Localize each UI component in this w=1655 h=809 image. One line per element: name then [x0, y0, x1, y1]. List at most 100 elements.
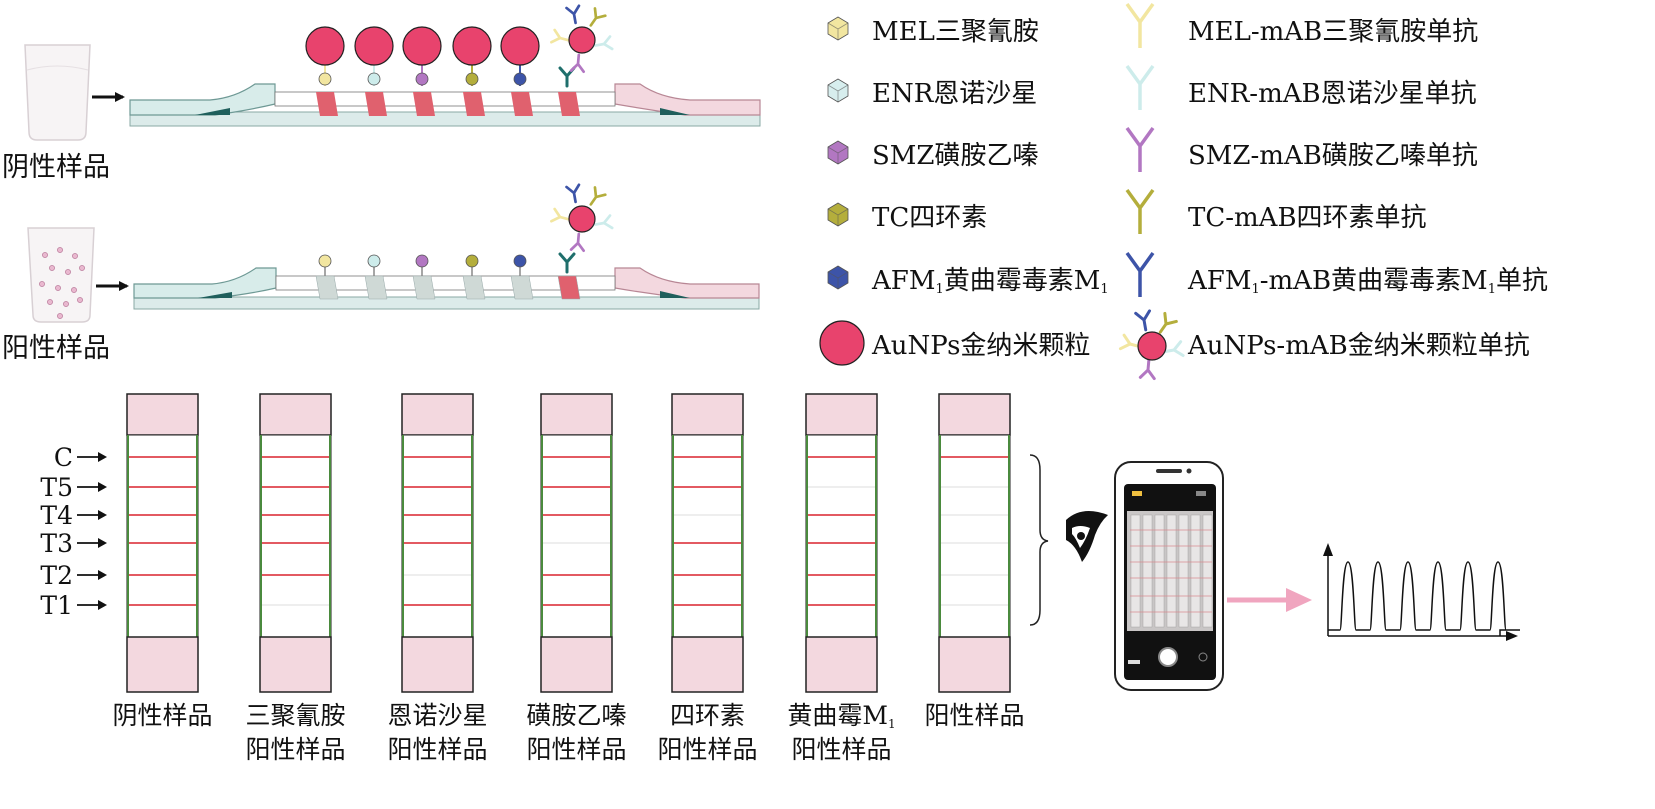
test-strip: 阳性样品 — [924, 393, 1025, 730]
legend-right-label: ENR-mAB恩诺沙星单抗 — [1188, 79, 1477, 109]
antigen-icon — [465, 254, 479, 268]
signal-plot — [1323, 543, 1520, 641]
smartphone-icon — [1114, 461, 1224, 691]
antibody-icon — [558, 252, 576, 274]
antigen-icon — [415, 72, 429, 86]
line-label: C — [54, 443, 73, 472]
strip-caption: 阴性样品 — [112, 701, 212, 730]
strip-caption: 阳性样品 — [791, 735, 891, 764]
line-label: T4 — [40, 501, 73, 530]
test-strips: 阴性样品三聚氰胺阳性样品恩诺沙星阳性样品磺胺乙嗪阳性样品四环素阳性样品黄曲霉M1… — [112, 393, 1025, 764]
strip-caption: 阳性样品 — [526, 735, 626, 764]
sample-cup-icon — [24, 44, 91, 141]
antibody-icon — [1125, 188, 1155, 234]
strip-caption: 恩诺沙星 — [387, 701, 487, 730]
strip-caption: 三聚氰胺 — [245, 701, 345, 730]
legend-right-label: AFM1-mAB黄曲霉毒素M1单抗 — [1187, 266, 1548, 297]
antibody-icon — [1134, 309, 1152, 332]
process-arrow — [1227, 588, 1312, 612]
cube-icon — [827, 78, 849, 103]
antibody-icon — [589, 7, 607, 27]
antibody-icon — [565, 4, 581, 25]
test-line-band — [557, 275, 581, 300]
antigen-icon — [513, 254, 527, 268]
legend: MEL三聚氰胺 ENR恩诺沙星 SMZ磺胺乙嗪 TC四环素 AFM1黄曲霉毒素M1AuN… — [819, 2, 1548, 381]
absorbent-pad — [614, 83, 761, 116]
negative-sample-assay: 阴性样品 — [2, 4, 761, 183]
antigen-icon — [318, 254, 332, 268]
positive-sample-label: 阳性样品 — [2, 333, 110, 364]
gold-nanoparticle-icon — [568, 205, 596, 233]
test-line-band — [315, 275, 339, 300]
legend-right-label: MEL-mAB三聚氰胺单抗 — [1188, 17, 1478, 47]
line-label: T2 — [40, 561, 73, 590]
line-label: T3 — [40, 529, 73, 558]
strip-caption: 阳性样品 — [657, 735, 757, 764]
test-line-band — [364, 275, 388, 300]
gold-nanoparticle-icon — [500, 26, 540, 66]
legend-left-label: SMZ磺胺乙嗪 — [872, 141, 1039, 171]
gold-nanoparticle-icon — [305, 26, 345, 66]
test-line-band — [462, 275, 486, 300]
brace — [1029, 454, 1049, 626]
legend-left-label: TC四环素 — [872, 203, 987, 233]
test-line-band — [412, 275, 436, 300]
legend-right-label: TC-mAB四环素单抗 — [1188, 203, 1427, 233]
test-line-band — [558, 92, 580, 116]
test-line-band — [316, 92, 338, 116]
legend-right-label: AuNPs-mAB金纳米颗粒单抗 — [1187, 331, 1530, 361]
cube-icon — [827, 140, 849, 165]
test-strip: 黄曲霉M1 阳性样品 — [787, 393, 896, 764]
cube-icon — [827, 16, 849, 41]
strip-caption: 阳性样品 — [924, 701, 1024, 730]
test-line-band — [413, 92, 435, 116]
antibody-icon — [569, 232, 585, 253]
gold-nanoparticle-icon — [1137, 331, 1167, 361]
gold-nanoparticle-icon — [568, 26, 596, 54]
absorbent-pad — [614, 267, 760, 299]
antigen-icon — [513, 72, 527, 86]
antibody-icon — [1162, 340, 1185, 358]
test-line-band — [463, 92, 485, 116]
gold-nanoparticle-icon — [402, 26, 442, 66]
test-line-band — [510, 275, 534, 300]
antibody-icon — [1158, 311, 1178, 334]
gold-nanoparticle-icon — [819, 320, 865, 366]
legend-left-label: AFM1黄曲霉毒素M1 — [871, 266, 1109, 297]
line-label: T1 — [40, 591, 73, 620]
antibody-icon — [1125, 64, 1155, 110]
antibody-icon — [1138, 358, 1156, 381]
legend-left-label: ENR恩诺沙星 — [872, 79, 1037, 109]
test-line-band — [365, 92, 387, 116]
gold-nanoparticle-icon — [452, 26, 492, 66]
strip-caption: 四环素 — [670, 701, 745, 730]
strip-caption: 磺胺乙嗪 — [526, 701, 626, 730]
antibody-icon — [589, 186, 607, 206]
antibody-icon — [550, 28, 571, 44]
antibody-icon — [1125, 2, 1155, 48]
gold-nanoparticle-icon — [354, 26, 394, 66]
legend-left-label: AuNPs金纳米颗粒 — [871, 331, 1090, 361]
cube-icon — [827, 202, 849, 227]
strip-caption: 阳性样品 — [387, 735, 487, 764]
antigen-icon — [367, 72, 381, 86]
antibody-icon — [1125, 251, 1155, 297]
camera-scan-icon — [1066, 511, 1108, 562]
antibody-icon — [593, 214, 614, 230]
test-line-band — [511, 92, 533, 116]
cube-icon — [827, 265, 849, 290]
antibody-icon — [593, 35, 614, 51]
antigen-icon — [367, 254, 381, 268]
antibody-icon — [569, 53, 585, 74]
strip-caption: 黄曲霉M1 — [787, 701, 895, 731]
legend-right-label: SMZ-mAB磺胺乙嗪单抗 — [1188, 141, 1478, 171]
sample-cup-icon — [27, 227, 95, 323]
antigen-icon — [465, 72, 479, 86]
antibody-icon — [565, 183, 581, 204]
legend-left-label: MEL三聚氰胺 — [872, 17, 1039, 47]
antibody-icon — [1125, 126, 1155, 172]
